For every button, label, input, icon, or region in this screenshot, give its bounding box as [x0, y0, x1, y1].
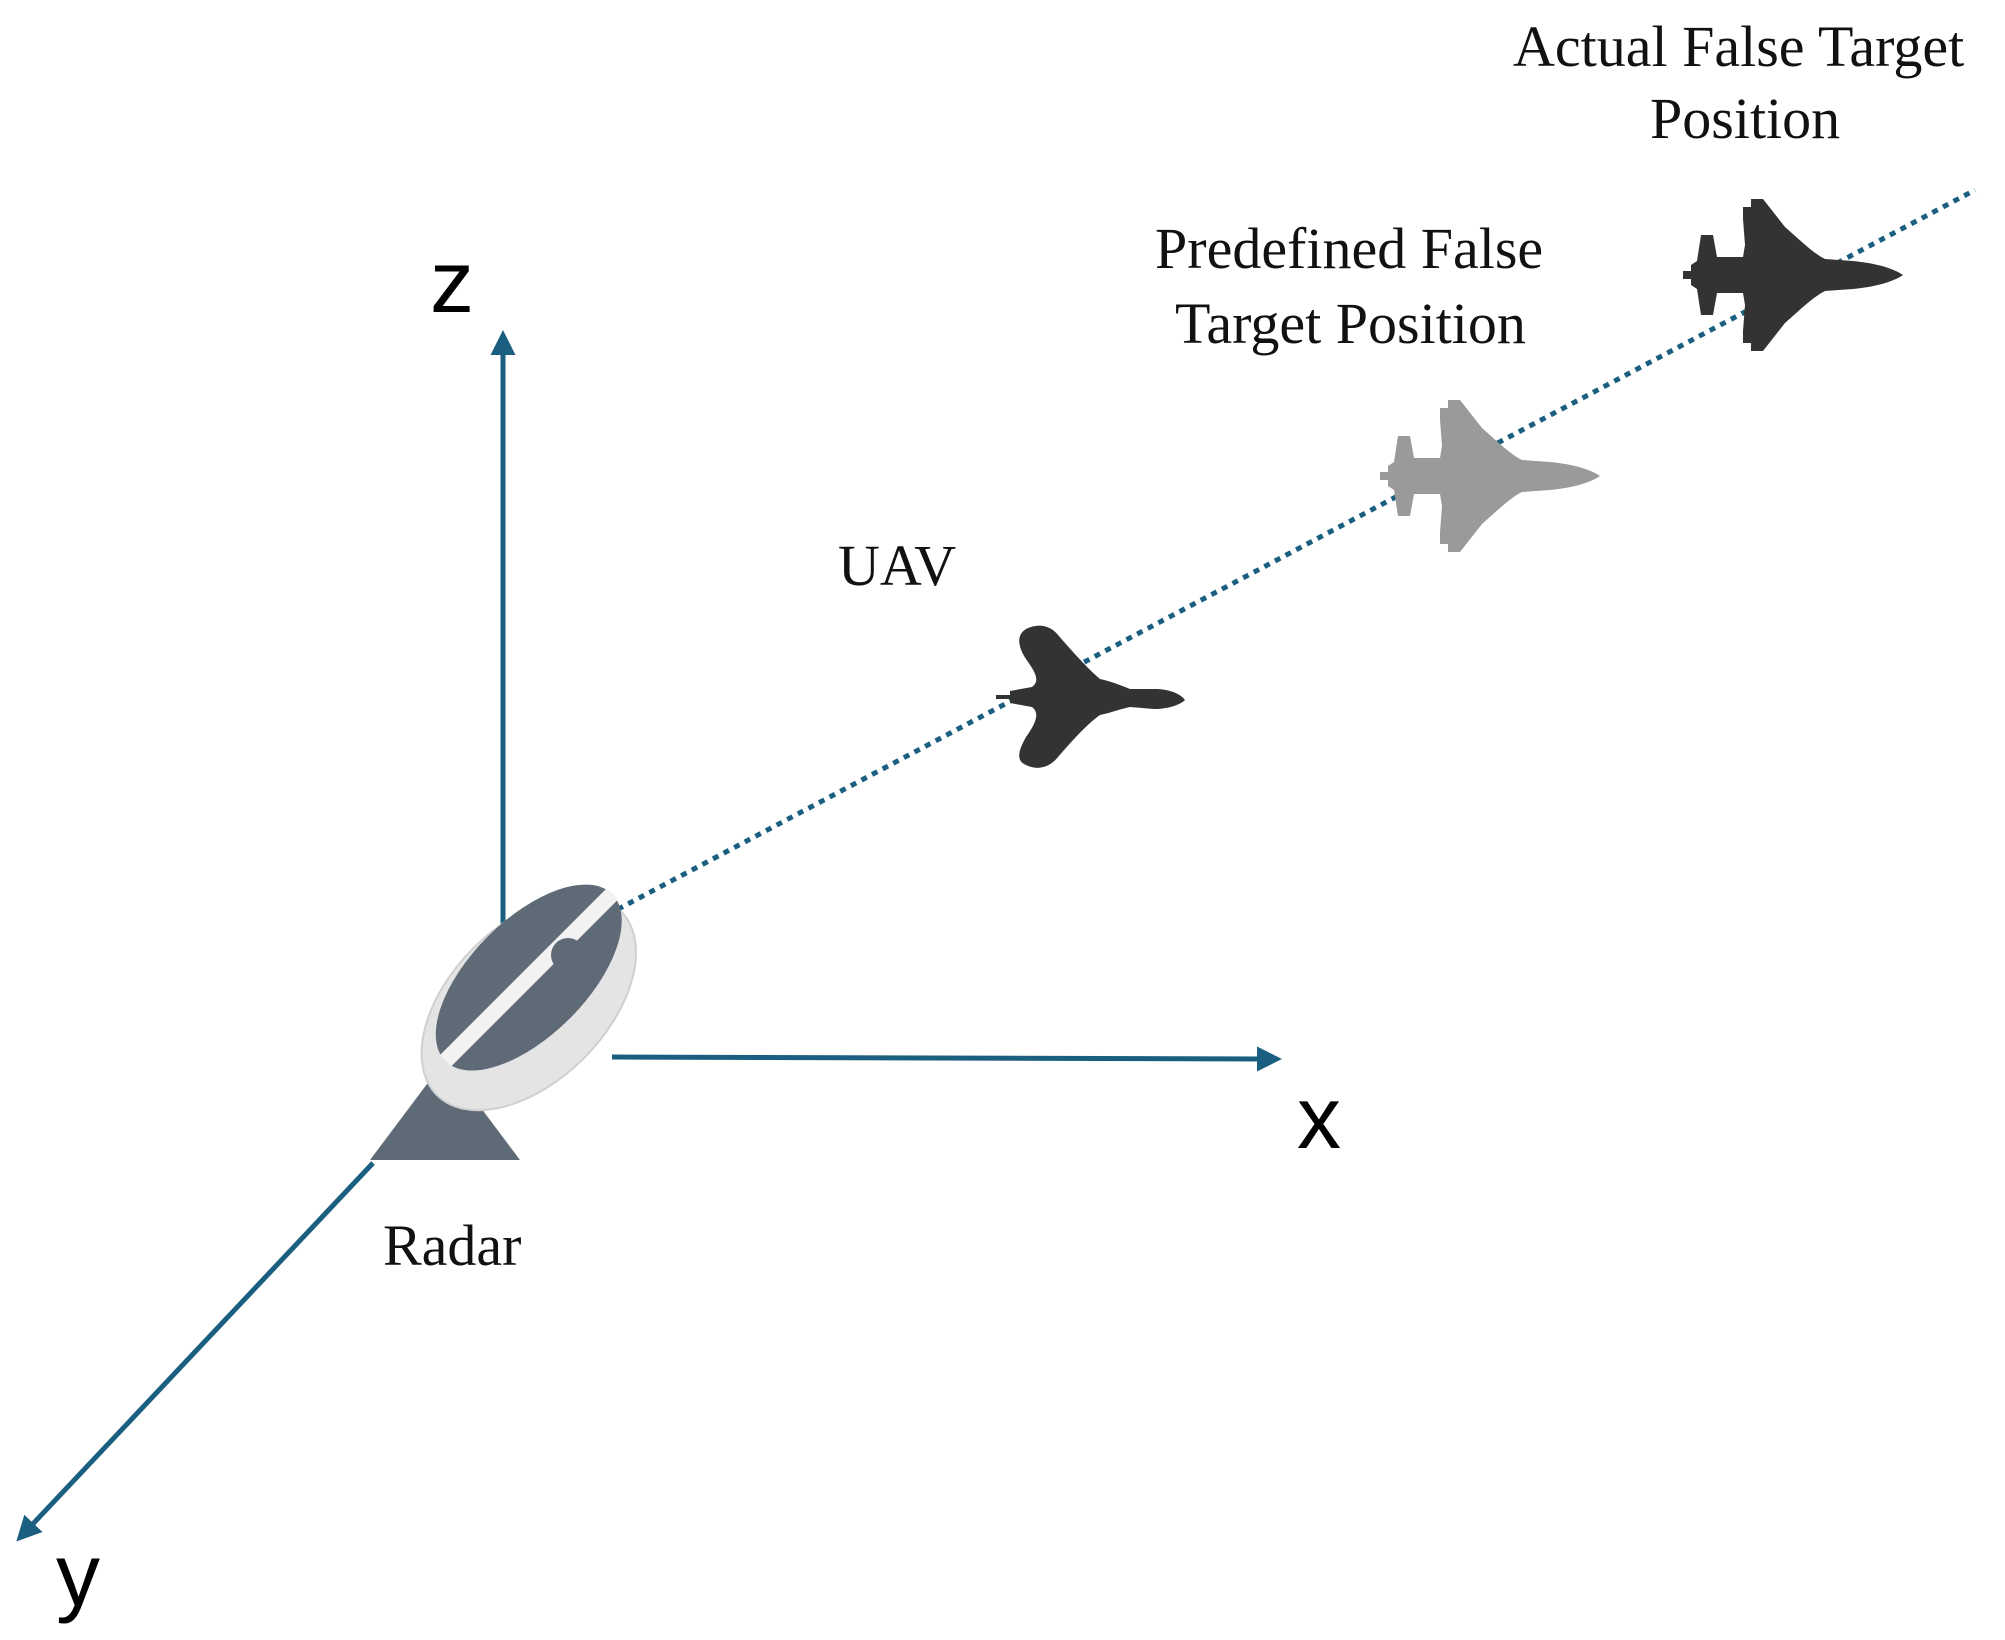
actual-target-label-line2: Position	[1650, 86, 1840, 151]
actual-target-fighter-icon	[1683, 199, 1903, 351]
stealth-uav-icon	[996, 625, 1185, 768]
predefined-target-label-line1: Predefined False	[1155, 216, 1543, 281]
radar-label: Radar	[383, 1213, 522, 1278]
y-axis	[16, 1161, 375, 1542]
predefined-target-label-line2: Target Position	[1175, 291, 1526, 356]
uav-label: UAV	[838, 533, 956, 598]
actual-target-label-line1: Actual False Target	[1513, 14, 1964, 79]
x-axis	[611, 1046, 1282, 1072]
z-axis-label: z	[430, 232, 474, 331]
radar-dish-icon	[370, 884, 637, 1160]
x-axis-label: x	[1297, 1068, 1341, 1167]
y-axis-label: y	[56, 1525, 100, 1624]
predefined-target-fighter-icon	[1380, 400, 1600, 552]
axes-group	[16, 330, 1282, 1542]
